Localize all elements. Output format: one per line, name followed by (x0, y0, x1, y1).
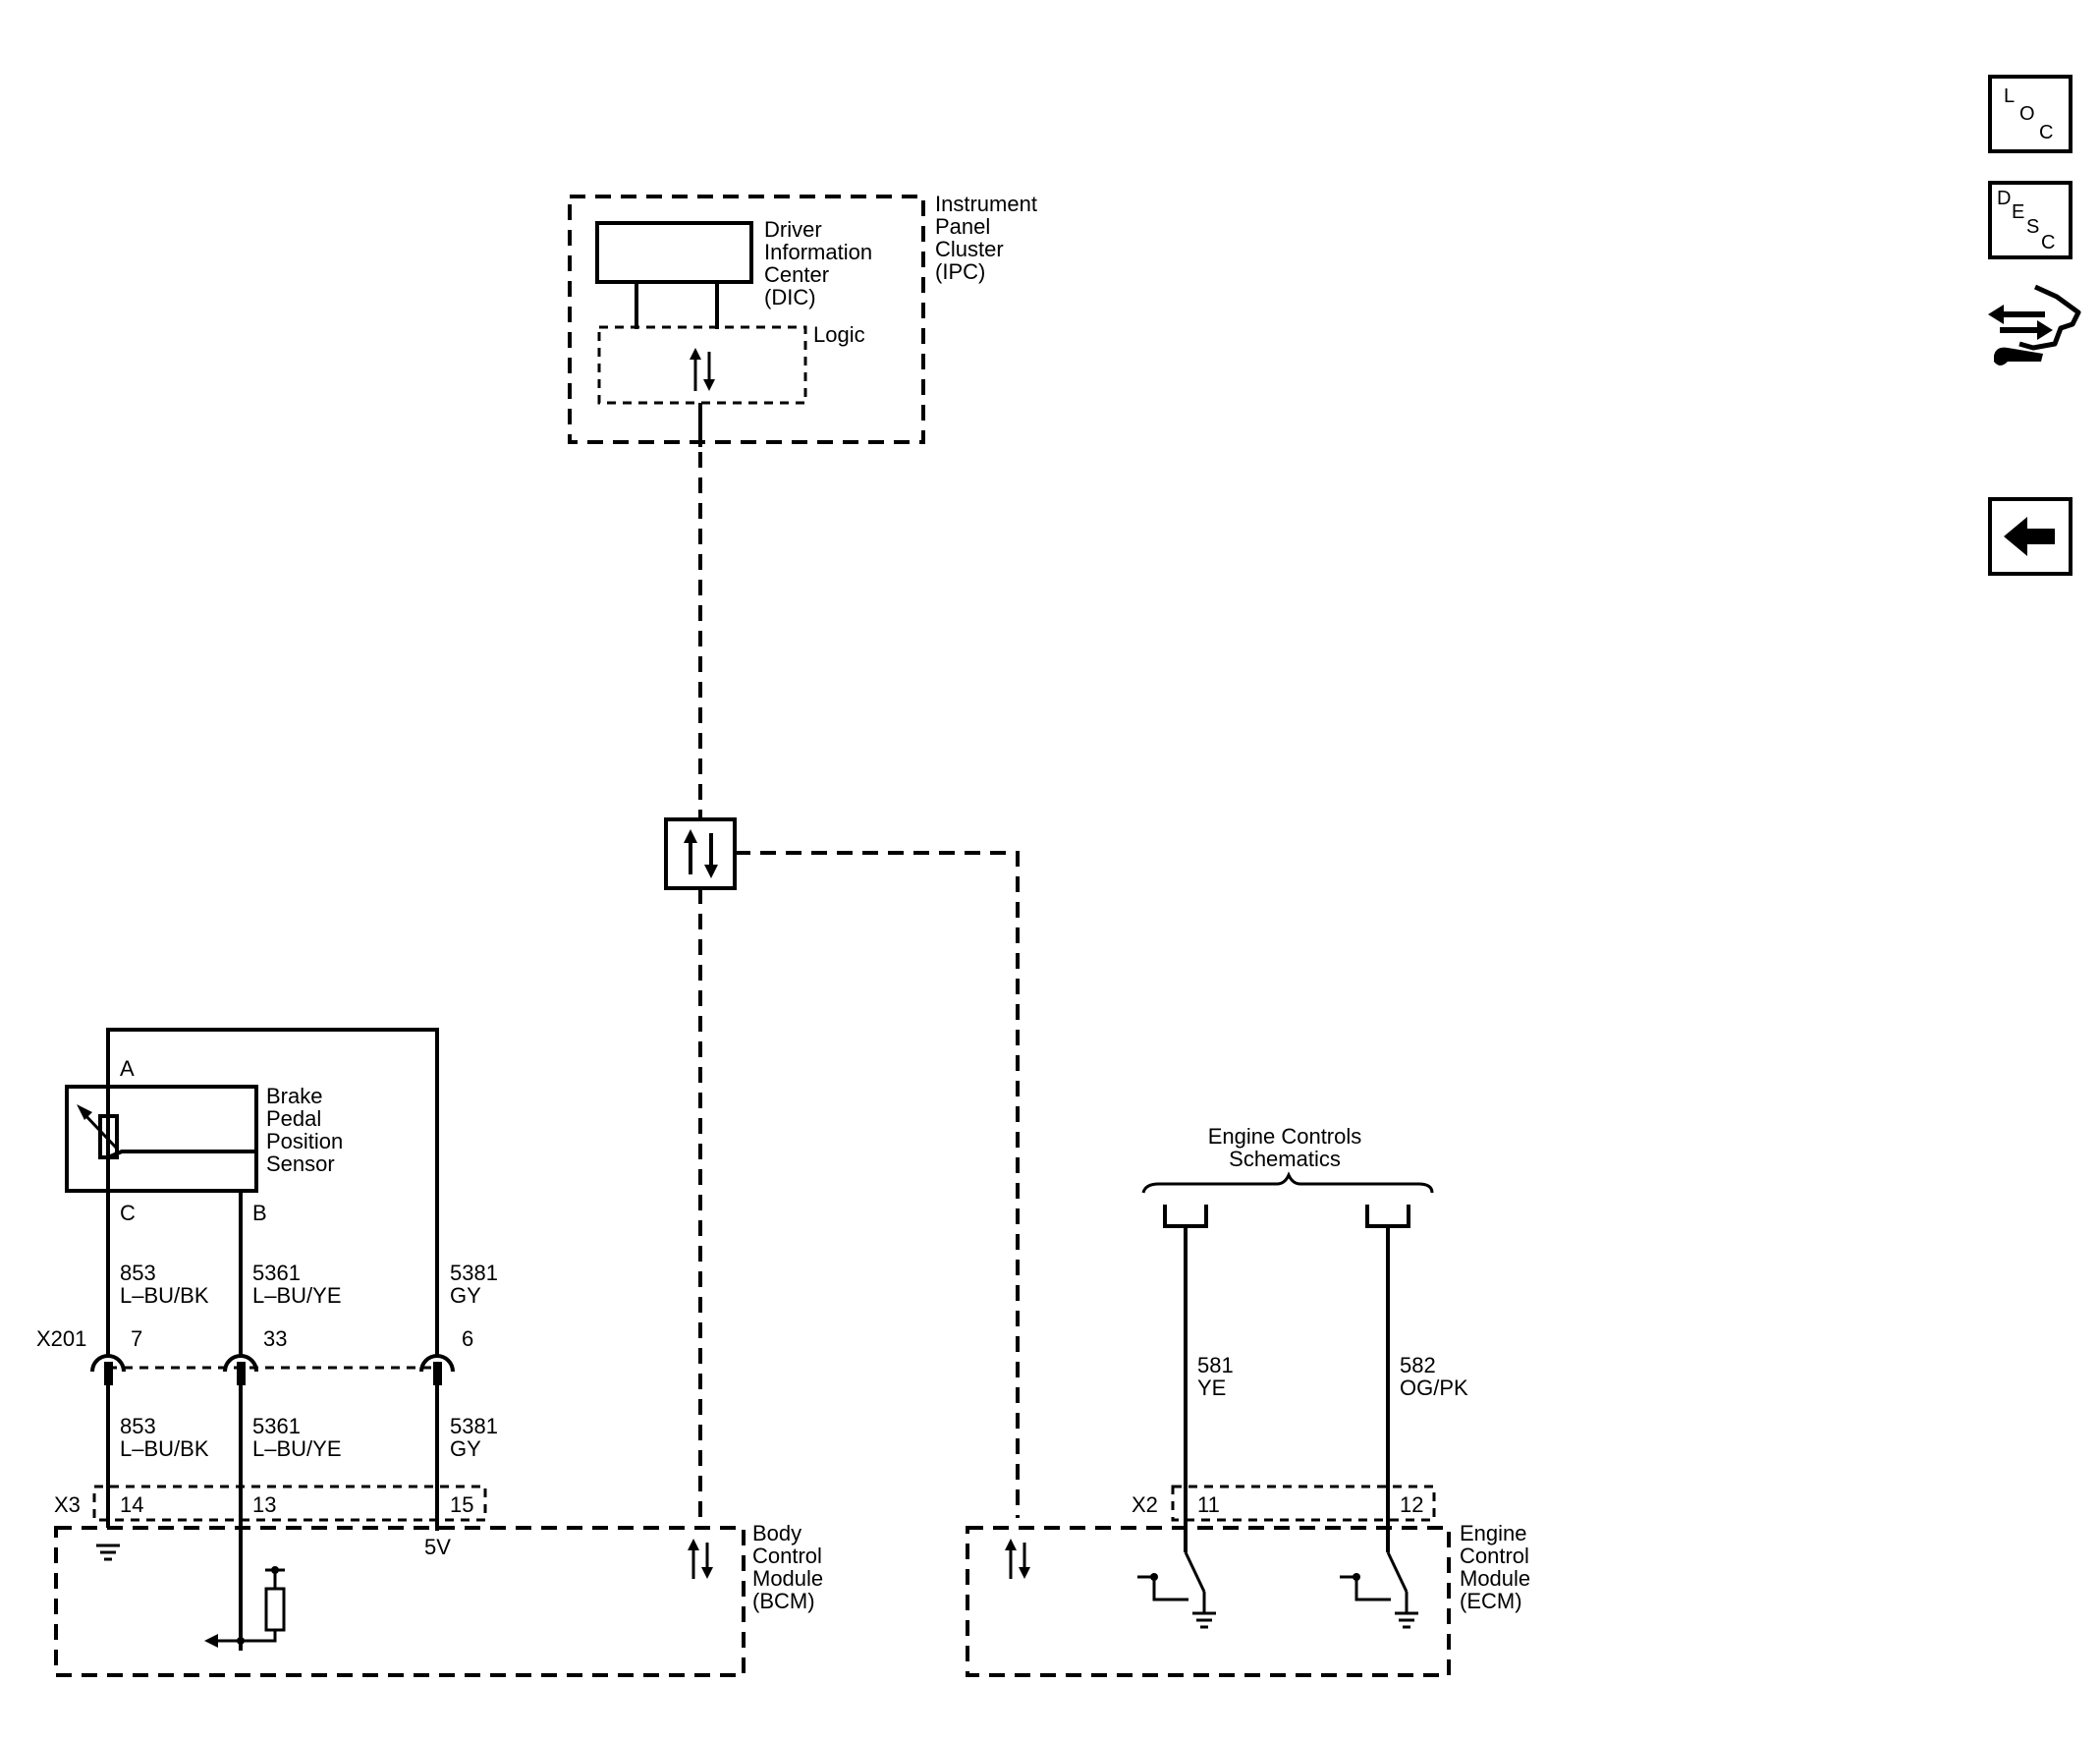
sensor-title-line-2: Pedal (266, 1106, 321, 1131)
wire-5361-color-lower: L–BU/YE (252, 1436, 342, 1461)
bcm-pin-14: 14 (120, 1492, 143, 1517)
ecm-title-line-2: Control (1460, 1544, 1529, 1568)
dic-label-line-4: (DIC) (764, 285, 816, 309)
ecm-connector-label: X2 (1132, 1492, 1158, 1517)
bcm-data-arrows-icon (688, 1539, 713, 1579)
sensor-title-line-4: Sensor (266, 1151, 335, 1176)
ecm-x2-connector (1171, 1485, 1436, 1522)
description-button[interactable]: D E S C (1988, 181, 2072, 259)
bcm-ground-icon (96, 1544, 120, 1561)
x201-label: X201 (36, 1326, 86, 1351)
desc-letter-d: D (1997, 188, 2011, 209)
sensor-terminal-c: C (120, 1201, 136, 1225)
loc-letter-o: O (2019, 103, 2035, 125)
wire-853-color: L–BU/BK (120, 1283, 209, 1308)
ipc-title-line-1: Instrument (935, 192, 1037, 216)
ipc-logic-label: Logic (813, 322, 865, 347)
wire-853-circuit-lower: 853 (120, 1414, 156, 1438)
serial-data-splice-icon (664, 817, 737, 890)
sensor-terminal-a: A (120, 1056, 135, 1081)
connector-repair-icon[interactable] (1988, 284, 2081, 365)
sensor-terminal-b: B (252, 1201, 267, 1225)
ipc-data-arrows-icon (690, 348, 715, 391)
engine-controls-reference: Engine Controls Schematics (1141, 1124, 1434, 1228)
wire-5361-circuit: 5361 (252, 1261, 301, 1285)
bcm-title-line-4: (BCM) (752, 1589, 815, 1613)
wire-5381-circuit: 5381 (450, 1261, 498, 1285)
wire-5361-circuit-lower: 5361 (252, 1414, 301, 1438)
wire-853-circuit: 853 (120, 1261, 156, 1285)
dic-display-box (595, 221, 753, 284)
body-control-module: X3 14 13 15 5V Body Contro (54, 1485, 823, 1677)
sensor-title-line-3: Position (266, 1129, 343, 1153)
instrument-panel-cluster: Instrument Panel Cluster (IPC) Driver In… (568, 192, 1037, 444)
engine-controls-line-1: Engine Controls (1208, 1124, 1362, 1149)
ecm-pin-12: 12 (1400, 1492, 1423, 1517)
loc-letter-l: L (2004, 85, 2015, 107)
bcm-connector-label: X3 (54, 1492, 81, 1517)
wire-5361-color: L–BU/YE (252, 1283, 342, 1308)
brake-pedal-position-sensor: A C B Brake Pedal Position Sensor (65, 1028, 439, 1356)
back-arrow-icon (2004, 517, 2055, 556)
potentiometer-icon (77, 1104, 256, 1159)
wire-5381-circuit-lower: 5381 (450, 1414, 498, 1438)
ipc-title-line-3: Cluster (935, 237, 1004, 261)
dic-label-line-2: Information (764, 240, 872, 264)
bcm-pullup-resistor-icon (237, 1566, 286, 1645)
wire-5381-color-lower: GY (450, 1436, 481, 1461)
bcm-title-line-3: Module (752, 1566, 823, 1591)
back-arrow-button[interactable] (1988, 497, 2072, 576)
x201-pin-6: 6 (462, 1326, 473, 1351)
ecm-side-wire-labels: 581 YE 582 OG/PK (1197, 1353, 1468, 1400)
wire-581-circuit: 581 (1197, 1353, 1234, 1377)
bcm-boundary (54, 1526, 746, 1677)
ecm-title-line-1: Engine (1460, 1521, 1527, 1545)
wire-581-color: YE (1197, 1376, 1226, 1400)
desc-letter-s: S (2026, 216, 2039, 238)
ecm-title-line-3: Module (1460, 1566, 1530, 1591)
bcm-pin-13: 13 (252, 1492, 276, 1517)
bcm-voltage-label: 5V (424, 1535, 451, 1559)
desc-letter-e: E (2012, 201, 2024, 223)
bcm-x3-connector (92, 1485, 487, 1522)
ipc-title-line-4: (IPC) (935, 259, 985, 284)
ecm-switch-581-icon (1137, 1551, 1216, 1629)
location-button[interactable]: L O C (1988, 75, 2072, 153)
wire-5381-color: GY (450, 1283, 481, 1308)
ecm-boundary (966, 1526, 1451, 1677)
sensor-title-line-1: Brake (266, 1084, 322, 1108)
serial-data-bus (664, 403, 1020, 1518)
dic-label-line-1: Driver (764, 217, 822, 242)
ipc-boundary (568, 195, 925, 444)
bcm-title-line-2: Control (752, 1544, 822, 1568)
sensor-side-wire-labels: 853 L–BU/BK 5361 L–BU/YE 5381 GY (120, 1261, 498, 1308)
bcm-side-wire-labels: 853 L–BU/BK 5361 L–BU/YE 5381 GY (120, 1414, 498, 1461)
wire-853-color-lower: L–BU/BK (120, 1436, 209, 1461)
ipc-logic-box (597, 325, 807, 405)
ipc-title-line-2: Panel (935, 214, 990, 239)
ecm-pin-11: 11 (1197, 1492, 1220, 1517)
engine-control-module: X2 11 12 Engine Control (966, 1485, 1530, 1677)
bcm-title-line-1: Body (752, 1521, 801, 1545)
x201-pin-7: 7 (131, 1326, 142, 1351)
wire-582-circuit: 582 (1400, 1353, 1436, 1377)
bcm-signal-arrow-icon (204, 1634, 241, 1648)
ecm-switch-582-icon (1340, 1551, 1418, 1629)
bcm-pin-15: 15 (450, 1492, 473, 1517)
wire-582-color: OG/PK (1400, 1376, 1468, 1400)
engine-controls-line-2: Schematics (1229, 1147, 1341, 1171)
x201-pin-33: 33 (263, 1326, 287, 1351)
sensor-body-box (65, 1085, 258, 1193)
desc-letter-c: C (2041, 232, 2055, 253)
x201-inline-connector: X201 7 33 6 (36, 1326, 473, 1385)
loc-letter-c: C (2039, 122, 2053, 143)
ecm-data-arrows-icon (1005, 1539, 1030, 1579)
dic-label-line-3: Center (764, 262, 829, 287)
ecm-title-line-4: (ECM) (1460, 1589, 1522, 1613)
